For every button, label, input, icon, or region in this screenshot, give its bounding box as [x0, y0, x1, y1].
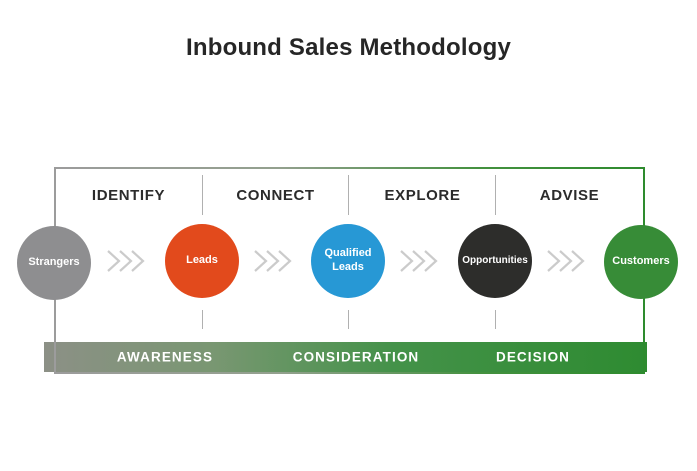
node-opportunities: Opportunities [458, 224, 532, 298]
stage-label-advise: ADVISE [539, 186, 600, 204]
node-qualified-leads: Qualified Leads [311, 224, 385, 298]
node-label-customers: Customers [612, 255, 670, 268]
node-divider-tick [495, 310, 496, 329]
stage-label-explore: EXPLORE [384, 186, 461, 204]
node-label-opportunities: Opportunities [462, 254, 528, 266]
chevron-arrows-icon [106, 250, 150, 272]
stage-label-identify: IDENTIFY [91, 186, 166, 204]
phase-label-consideration: CONSIDERATION [292, 349, 420, 365]
node-strangers: Strangers [17, 226, 91, 300]
node-customers: Customers [604, 225, 678, 299]
phase-gradient-bar: AWARENESS CONSIDERATION DECISION [44, 342, 647, 372]
node-leads: Leads [165, 224, 239, 298]
stage-header-row: IDENTIFY CONNECT EXPLORE ADVISE [55, 176, 643, 214]
phase-label-decision: DECISION [495, 349, 571, 365]
node-divider-tick [348, 310, 349, 329]
stage-label-connect: CONNECT [236, 186, 315, 204]
chevron-arrows-icon [253, 250, 297, 272]
page-title: Inbound Sales Methodology [186, 34, 511, 61]
node-label-leads: Leads [186, 254, 218, 267]
chevron-arrows-icon [399, 250, 443, 272]
node-divider-tick [202, 310, 203, 329]
phase-label-awareness: AWARENESS [116, 349, 214, 365]
node-label-strangers: Strangers [28, 256, 80, 269]
node-label-qualified-leads: Qualified Leads [324, 247, 372, 273]
chevron-arrows-icon [546, 250, 590, 272]
